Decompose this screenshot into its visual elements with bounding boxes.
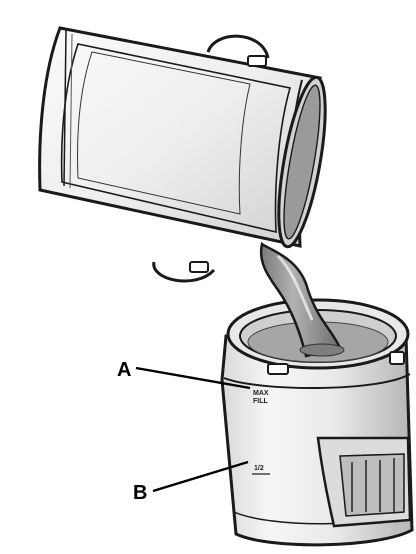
liquid-stream (259, 241, 345, 358)
half-fill-marking: 1/2 (252, 465, 270, 475)
max-fill-marking: MAX FILL (253, 390, 269, 405)
callout-a: A (117, 359, 251, 390)
half-fill-text: 1/2 (254, 465, 264, 472)
max-fill-text-line2: FILL (253, 398, 268, 405)
pouring-container (38, 26, 327, 283)
callout-label-b: B (133, 482, 147, 504)
max-fill-text-line1: MAX (253, 390, 269, 397)
callout-b: B (133, 460, 249, 504)
callout-label-a: A (117, 359, 131, 381)
